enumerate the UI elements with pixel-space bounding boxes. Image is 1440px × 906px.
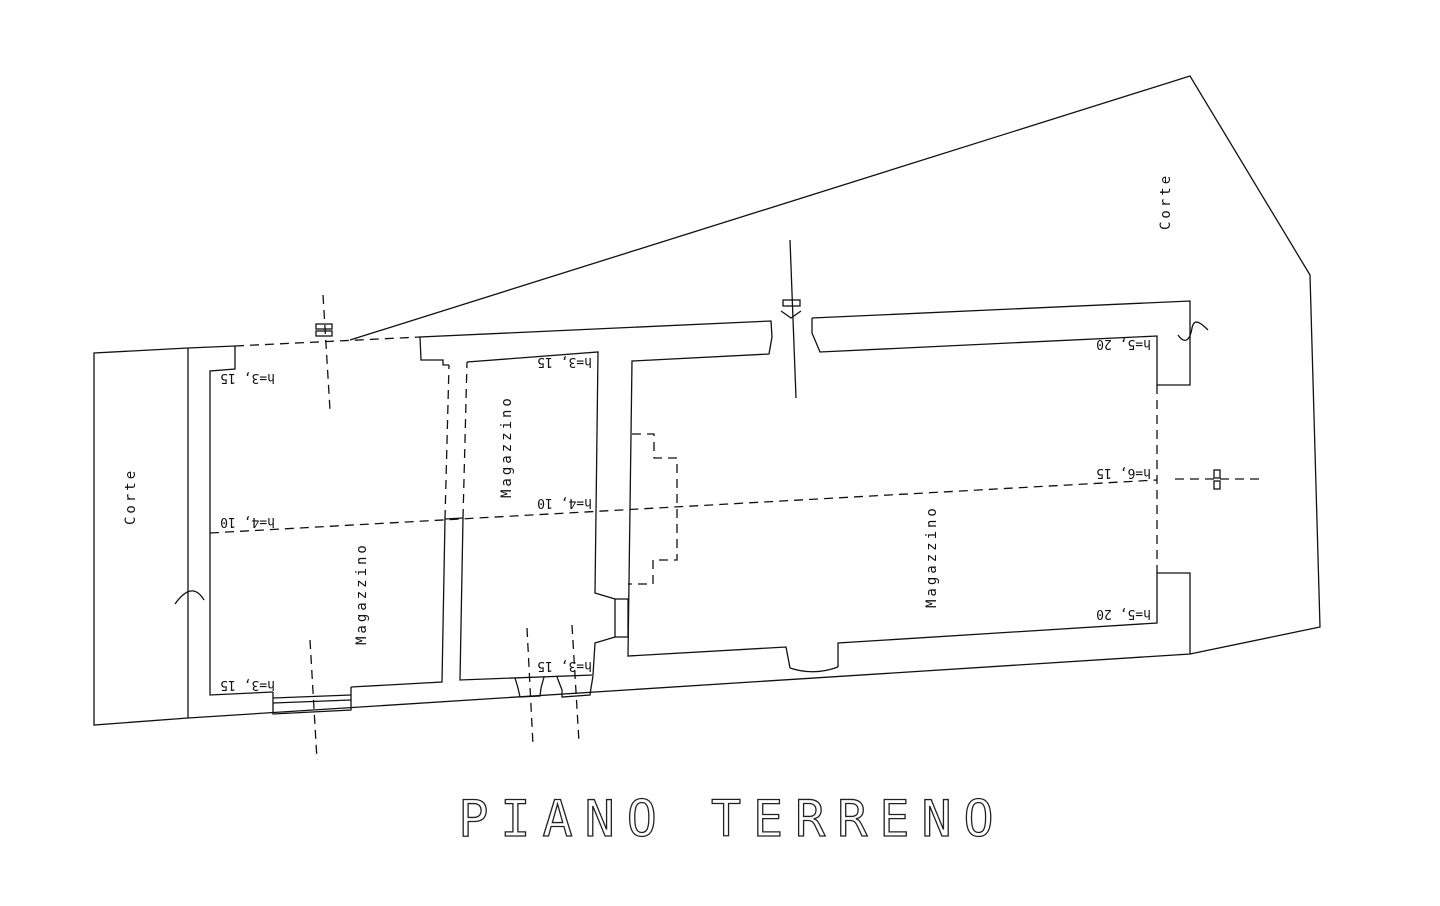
- room-label: Magazzino: [354, 542, 370, 645]
- height-label: h=5, 20: [1096, 606, 1151, 621]
- drawing-title: PIANO TERRENO: [458, 790, 1005, 848]
- height-label: h=3, 15: [537, 658, 592, 673]
- height-label: h=3, 15: [220, 677, 275, 692]
- height-label: h=3, 15: [220, 370, 275, 385]
- building-walls: [174, 239, 1260, 761]
- height-label: h=6, 15: [1096, 465, 1151, 480]
- height-label: h=5, 20: [1096, 336, 1151, 351]
- height-label: h=4, 10: [220, 514, 275, 529]
- break-icon: [174, 590, 205, 605]
- room-label: Magazzino: [924, 505, 940, 608]
- courtyard-label: Corte: [1158, 173, 1174, 230]
- height-label: h=3, 15: [537, 354, 592, 369]
- break-icon: [1177, 321, 1209, 341]
- courtyard-label: Corte: [123, 468, 139, 525]
- section-marker-icon: [315, 299, 1221, 490]
- site-boundary: [93, 75, 1321, 726]
- room-label: Magazzino: [499, 395, 515, 498]
- height-label: h=4, 10: [537, 495, 592, 510]
